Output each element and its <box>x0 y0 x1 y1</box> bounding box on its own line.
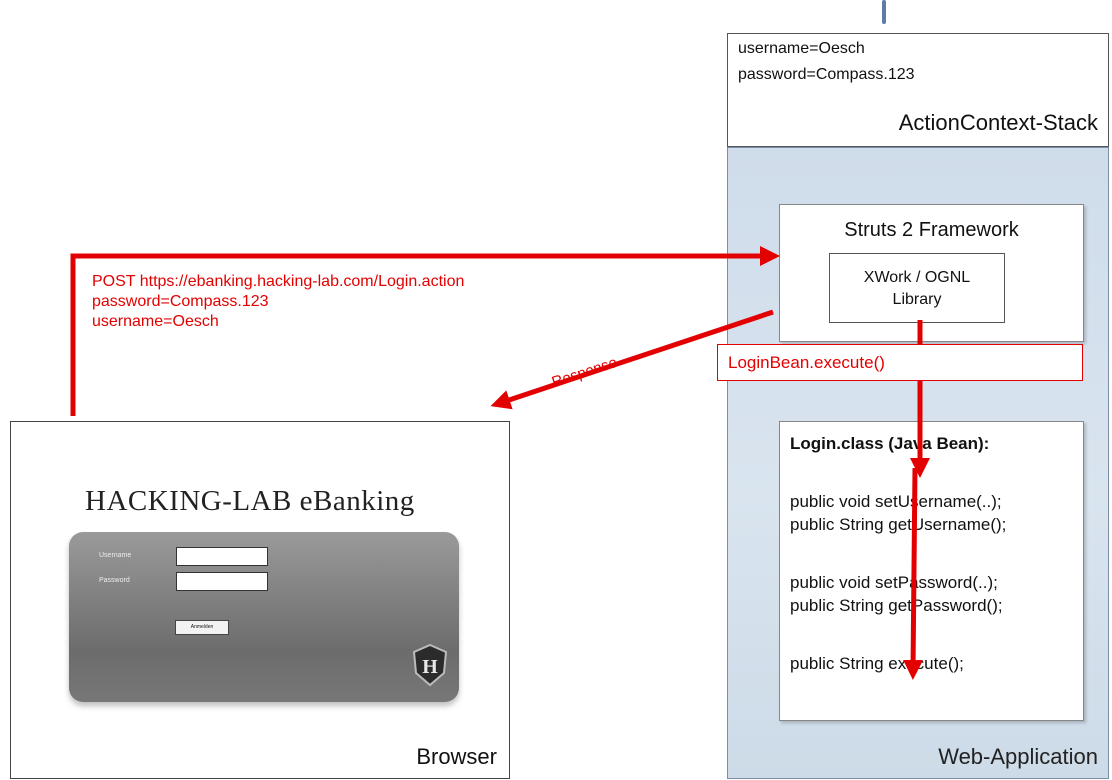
password-label: Password <box>99 577 130 584</box>
response-arrow <box>490 309 774 410</box>
login-panel: Username Password Anmelden H <box>69 532 459 702</box>
login-submit-button[interactable]: Anmelden <box>175 620 229 635</box>
post-request-text: POST https://ebanking.hacking-lab.com/Lo… <box>92 272 464 332</box>
execute-arrow <box>903 467 924 680</box>
username-label: Username <box>99 552 132 559</box>
struts-title: Struts 2 Framework <box>844 219 1019 241</box>
username-field[interactable] <box>176 547 268 566</box>
context-password: password=Compass.123 <box>738 66 915 83</box>
library-line-1: XWork / OGNL <box>863 269 971 286</box>
logo-letter: H <box>422 656 438 678</box>
action-context-stack: username=Oesch password=Compass.123 Acti… <box>727 33 1109 147</box>
login-bean-execute-box: LoginBean.execute() <box>717 344 1083 381</box>
method-line: public void setPassword(..); <box>790 573 998 592</box>
xwork-ognl-library-box: XWork / OGNL Library <box>829 253 1005 323</box>
context-username: username=Oesch <box>738 40 865 57</box>
post-line-2: password=Compass.123 <box>92 293 269 310</box>
browser-window: HACKING-LAB eBanking Username Password A… <box>10 421 510 779</box>
request-arrow <box>70 246 780 416</box>
method-line: public String getPassword(); <box>790 596 1003 615</box>
post-line-1: POST https://ebanking.hacking-lab.com/Lo… <box>92 273 465 290</box>
java-bean-title: Login.class (Java Bean): <box>790 434 990 453</box>
connector-bar <box>882 0 886 24</box>
library-line-2: Library <box>892 291 942 308</box>
bank-title: HACKING-LAB eBanking <box>85 485 415 517</box>
method-line: public String getUsername(); <box>790 515 1007 534</box>
shield-logo-icon: H <box>411 643 449 692</box>
browser-label: Browser <box>416 744 497 769</box>
java-bean-box: Login.class (Java Bean): public void set… <box>779 421 1084 721</box>
method-line: public void setUsername(..); <box>790 492 1002 511</box>
post-line-3: username=Oesch <box>92 313 219 330</box>
action-context-title: ActionContext-Stack <box>898 110 1098 135</box>
password-field[interactable] <box>176 572 268 591</box>
web-application-label: Web-Application <box>938 744 1098 769</box>
